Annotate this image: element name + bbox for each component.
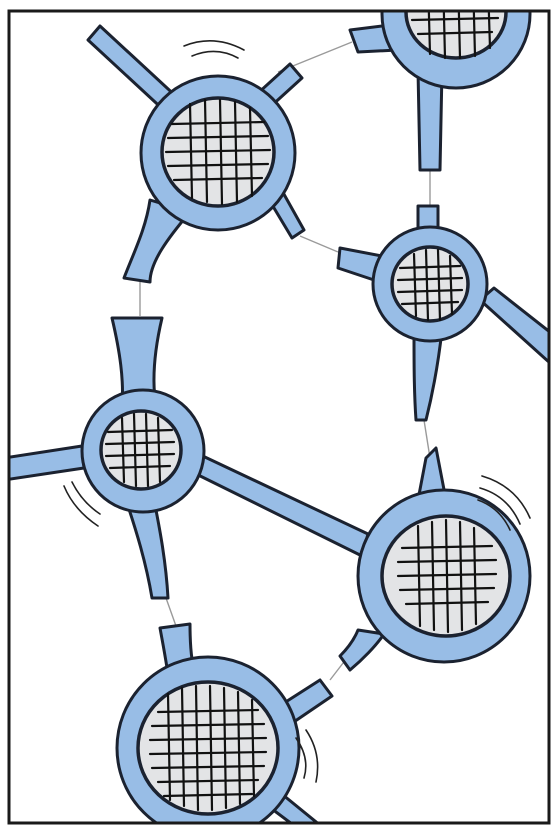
cell-a-motion-line-1	[184, 41, 244, 50]
cell-e	[340, 448, 530, 670]
cell-d-motion-line-1	[64, 486, 98, 526]
cell-d-process-right	[184, 450, 368, 556]
cell-d-nucleus	[101, 411, 181, 489]
cell-c-process-right	[480, 288, 554, 372]
cell-f-motion-line-1	[306, 730, 318, 782]
cell-d	[4, 318, 368, 598]
cell-d-process-down	[126, 500, 168, 598]
cell-d-process-left	[4, 446, 84, 480]
cell-c-nucleus	[392, 247, 468, 321]
cell-a	[88, 26, 304, 282]
cell-a-motion-line-2	[192, 51, 238, 58]
cell-b	[350, 0, 530, 170]
cell-e-process-lower-left	[340, 630, 384, 670]
thread-middle	[300, 236, 338, 252]
thread-right-lower	[424, 420, 430, 458]
cell-c-process-down	[414, 330, 442, 420]
cell-f	[117, 624, 332, 827]
thread-lower-left	[166, 598, 176, 626]
cell-c	[338, 206, 554, 420]
